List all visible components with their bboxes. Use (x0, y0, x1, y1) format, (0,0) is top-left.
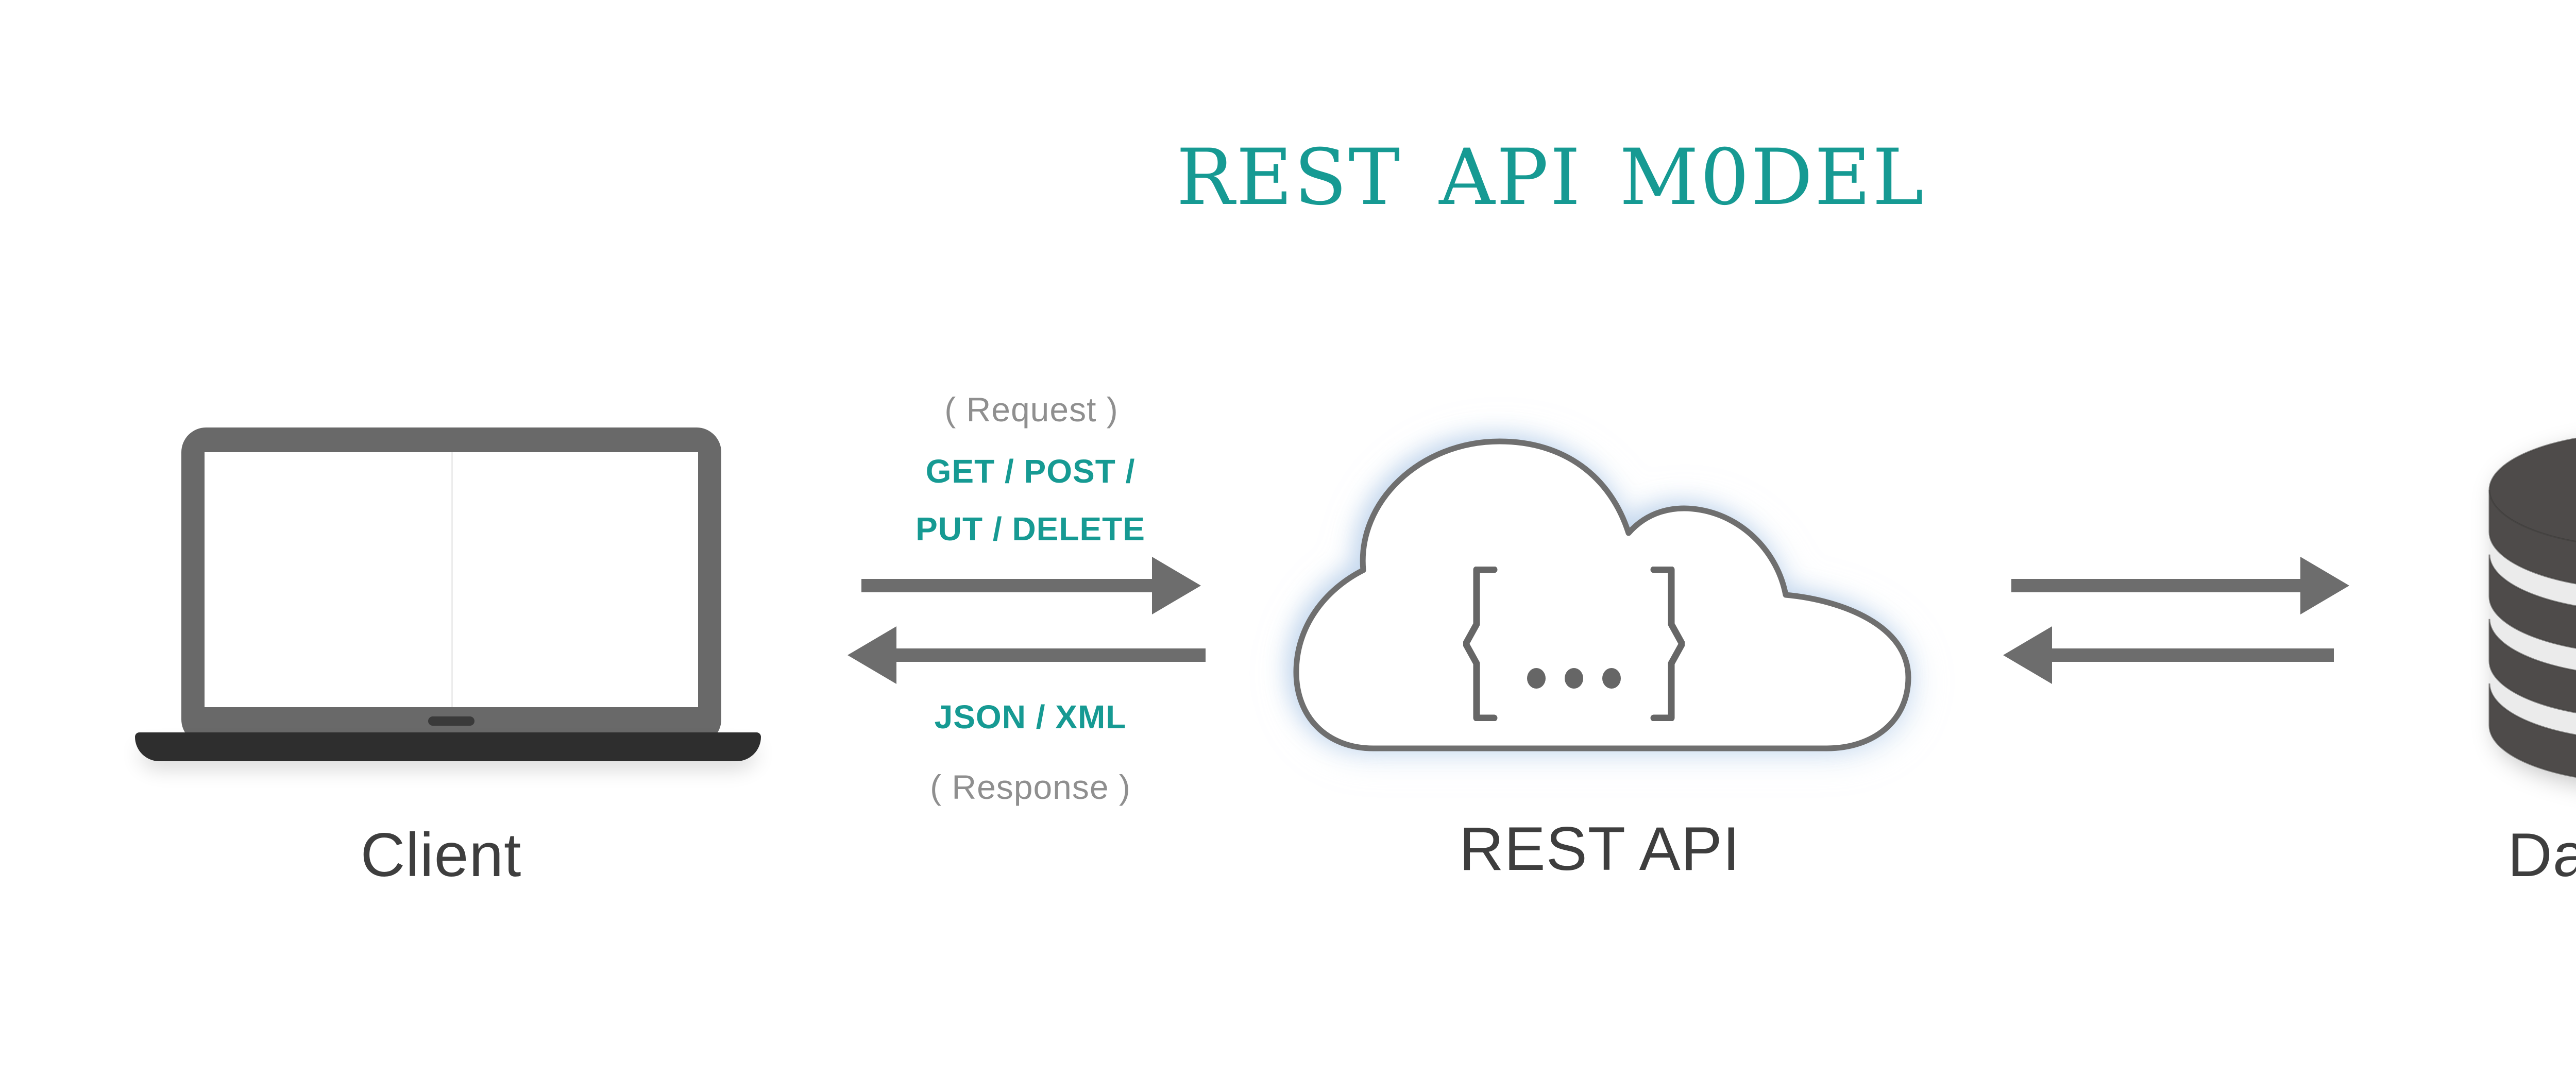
diagram-title: REST API M0DEL (1176, 133, 1925, 223)
laptop-screen (205, 452, 698, 707)
request-methods-line1: GET / POST / (925, 453, 1136, 490)
request-methods-line2: PUT / DELETE (916, 510, 1145, 547)
ellipsis-dots-icon (1527, 668, 1621, 689)
request-annotation: ( Request ) (944, 390, 1118, 429)
code-braces-icon (1463, 567, 1685, 721)
client-label: Client (360, 820, 522, 889)
right-brace-glyph (1650, 567, 1685, 721)
request-arrow-icon (861, 579, 1152, 592)
response-annotation: ( Response ) (930, 768, 1131, 806)
laptop-notch (428, 716, 474, 726)
database-label: Database (2507, 820, 2576, 889)
cloud-icon (1293, 438, 1911, 751)
left-brace-glyph (1463, 567, 1498, 721)
response-arrow-icon (896, 648, 1206, 662)
response-formats: JSON / XML (934, 698, 1127, 735)
laptop-screen-seam (451, 452, 453, 707)
api-to-db-arrow-icon (2011, 579, 2300, 592)
laptop-base (135, 732, 761, 761)
db-to-api-arrow-icon (2052, 648, 2334, 662)
rest-api-label: REST API (1459, 814, 1741, 883)
database-icon (2488, 437, 2576, 778)
